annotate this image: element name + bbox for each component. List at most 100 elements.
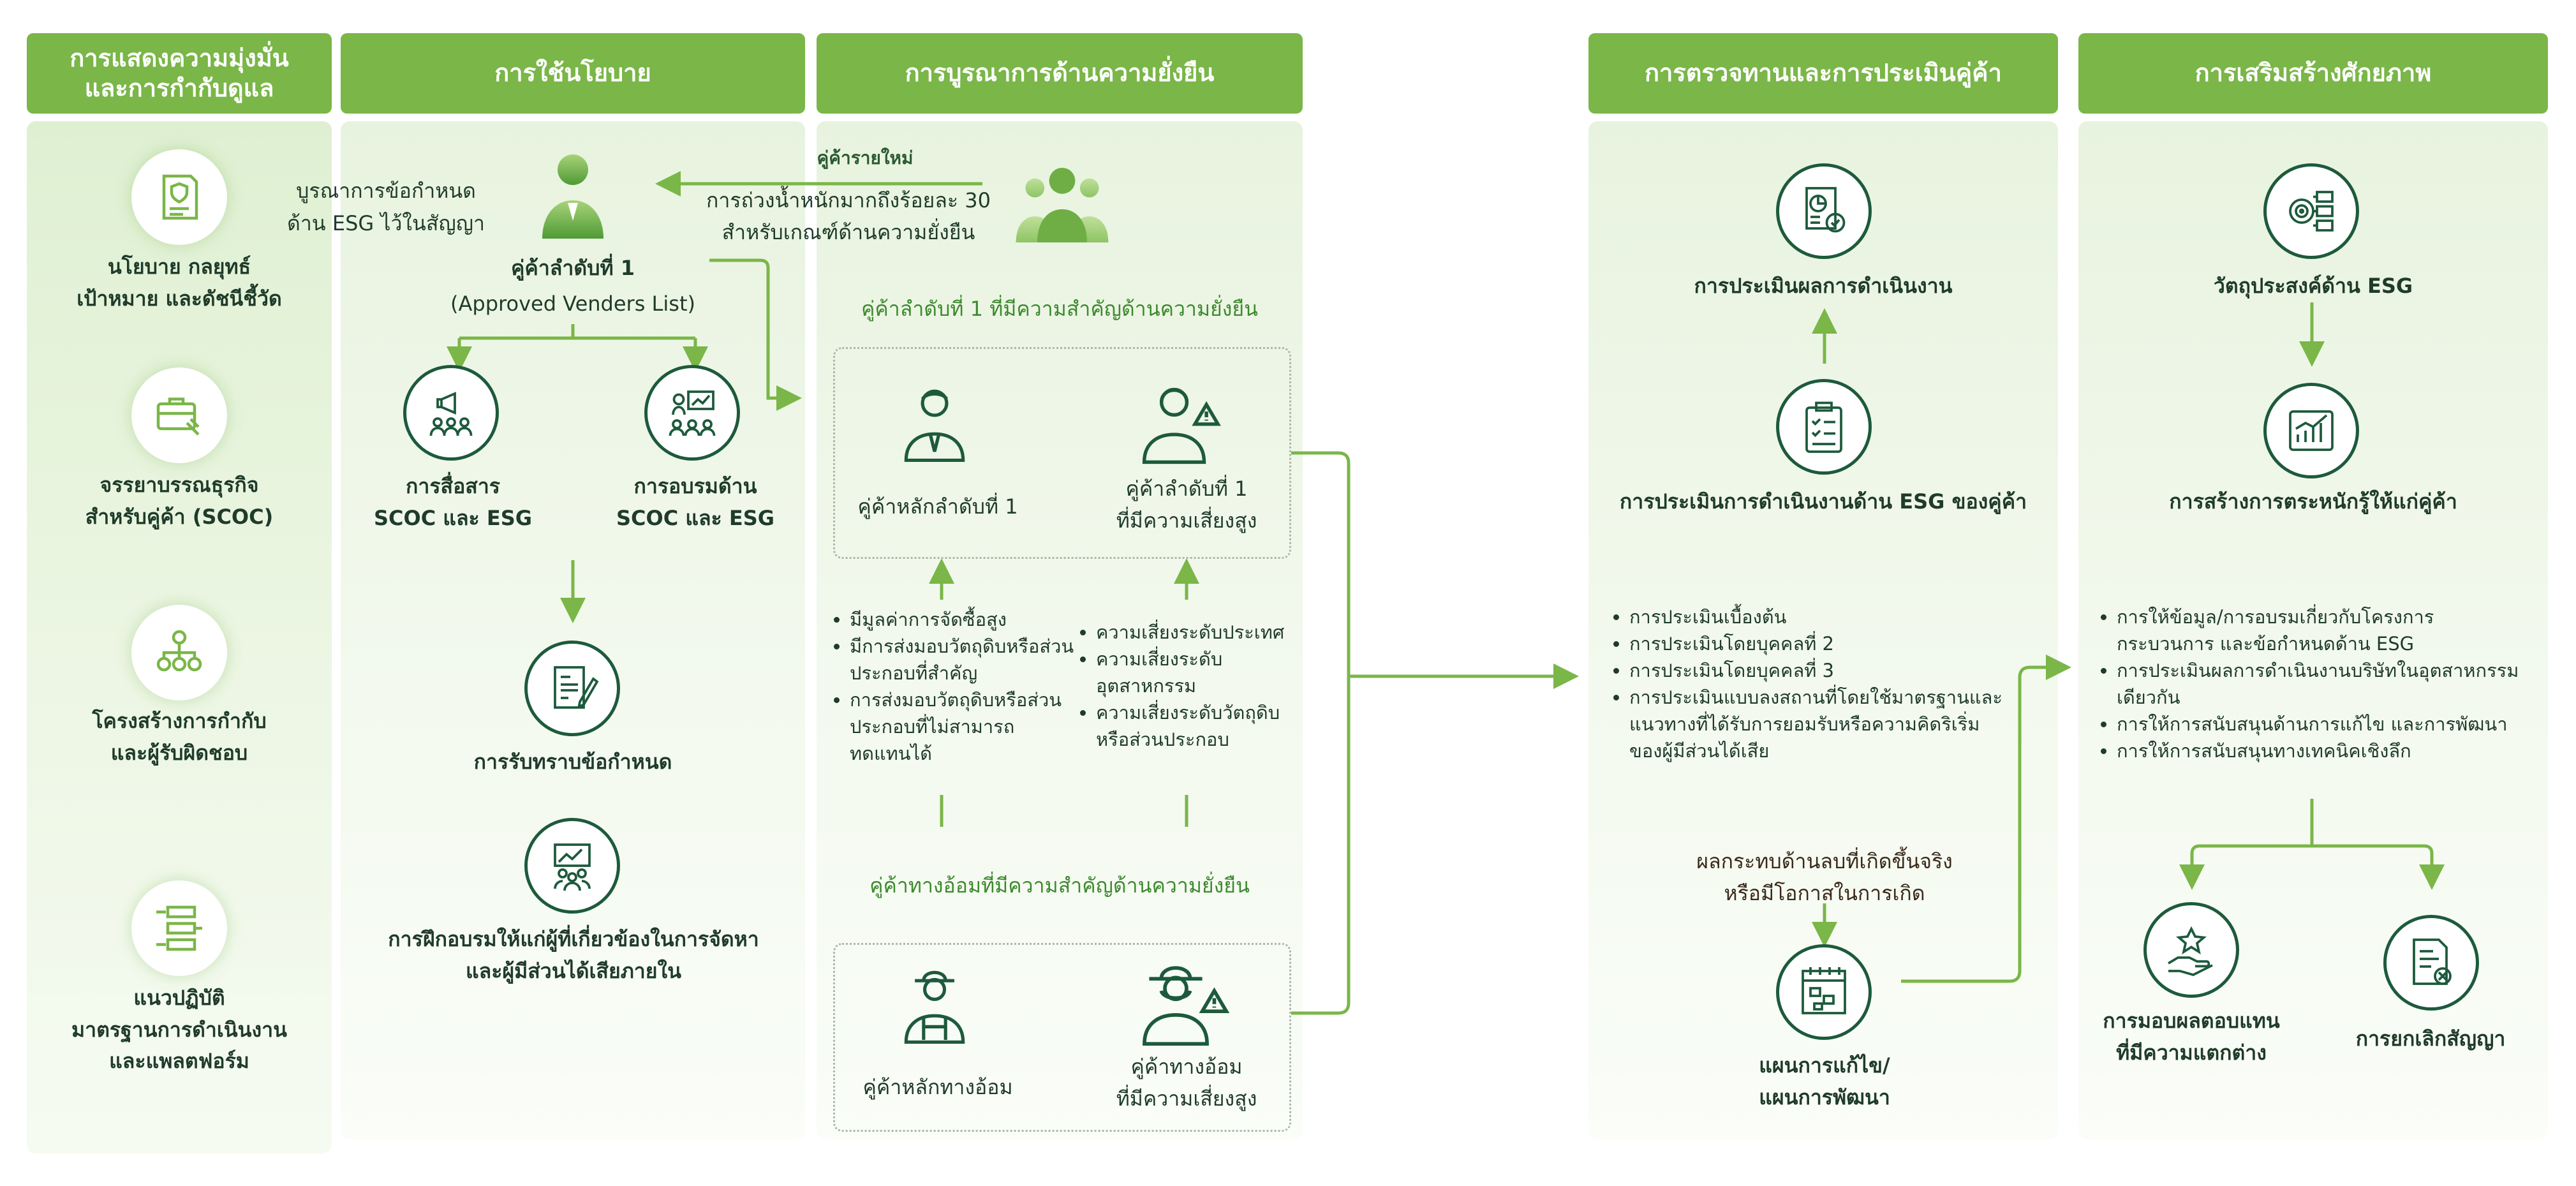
assessment-method-item: การประเมินโดยบุคคลที่ 2 (1629, 630, 2012, 657)
awareness-label: การสร้างการตระหนักรู้ให้แก่คู่ค้า (2169, 489, 2457, 514)
ack-label: การรับทราบข้อกำหนด (473, 750, 672, 774)
key-tier1-label: คู่ค้าหลักลำดับที่ 1 (857, 494, 1018, 519)
reward-label: การมอบผลตอบแทน ที่มีความแตกต่าง (2067, 1005, 2316, 1069)
col1-item3-line1: โครงสร้างการกำกับ (92, 709, 267, 733)
clipboard-checklist-icon (1776, 379, 1872, 475)
assessment-method-item: การประเมินแบบลงสถานที่โดยใช้มาตรฐานและแน… (1629, 684, 2012, 764)
capacity-activity-item: การประเมินผลการดำเนินงานบริษัทในอุตสาหกร… (2117, 657, 2525, 711)
comm-line2: SCOC และ ESG (373, 505, 533, 530)
org-structure-icon (131, 605, 227, 700)
panel-integration (817, 121, 1303, 1139)
key-ntier-label: คู่ค้าหลักทางอ้อม (862, 1075, 1013, 1099)
cancel-contract-icon (2383, 915, 2479, 1011)
performance-report-icon (1776, 163, 1872, 259)
classroom-training-icon (644, 365, 740, 461)
capacity-activities: การให้ข้อมูล/การอบรมเกี่ยวกับโครงการ กระ… (2099, 604, 2525, 764)
tier1-critical-title: คู่ค้าลำดับที่ 1 ที่มีความสำคัญด้านความย… (861, 297, 1259, 321)
reward-line2: ที่มีความแตกต่าง (2116, 1040, 2267, 1065)
briefcase-gavel-icon (131, 367, 227, 463)
col1-item3-label: โครงสร้างการกำกับ และผู้รับผิดชอบ (40, 706, 319, 769)
capacity-activity-item: การให้การสนับสนุนทางเทคนิคเชิงลึก (2117, 738, 2525, 764)
header-commitment-line1: การแสดงความมุ่งมั่น (70, 43, 289, 72)
criteria-left-item: การส่งมอบวัตถุดิบหรือส่วนประกอบที่ไม่สาม… (850, 686, 1074, 767)
tier1-title: คู่ค้าลำดับที่ 1 (511, 256, 635, 280)
impact-line1: ผลกระทบด้านลบที่เกิดขึ้นจริง (1696, 849, 1953, 873)
capacity-activity-item: การให้การสนับสนุนด้านการแก้ไข และการพัฒน… (2117, 711, 2525, 738)
header-policy: การใช้นโยบาย (341, 33, 805, 114)
col1-item4-line1: แนวปฏิบัติ (133, 986, 225, 1010)
criteria-right-item: ความเสี่ยงระดับประเทศ (1096, 619, 1313, 646)
assessment-methods: การประเมินเบื้องต้น การประเมินโดยบุคคลที… (1611, 604, 2012, 764)
megaphone-people-icon (403, 365, 499, 461)
reward-line1: การมอบผลตอบแทน (2103, 1009, 2280, 1033)
comm-label: การสื่อสาร SCOC และ ESG (357, 471, 549, 534)
tier1-subtitle: (Approved Venders List) (450, 292, 695, 316)
document-sign-icon (524, 641, 620, 736)
header-commitment: การแสดงความมุ่งมั่น และการกำกับดูแล (27, 33, 332, 114)
high-risk-farmer-icon (1142, 960, 1231, 1046)
supplier-group-icon (1008, 159, 1116, 242)
col1-item1-line2: เป้าหมาย และดัชนีชี้วัด (77, 286, 282, 311)
tier1-criteria-left: มีมูลค่าการจัดซื้อสูง มีการส่งมอบวัตถุดิ… (832, 606, 1074, 767)
risk-tier1-line1: คู่ค้าลำดับที่ 1 (1125, 477, 1248, 501)
new-supplier-label: คู่ค้ารายใหม่ (817, 147, 914, 168)
plan-line1: แผนการแก้ไข/ (1759, 1053, 1890, 1078)
panel-policy (341, 121, 805, 1139)
risk-ntier-line2: ที่มีความเสี่ยงสูง (1116, 1086, 1257, 1111)
risk-ntier-line1: คู่ค้าทางอ้อม (1130, 1055, 1243, 1079)
tier1-criteria-right: ความเสี่ยงระดับประเทศ ความเสี่ยงระดับอุต… (1078, 619, 1313, 753)
header-assessment: การตรวจทานและการประเมินคู่ค้า (1588, 33, 2058, 114)
workflow-icon (131, 880, 227, 976)
comm-line1: การสื่อสาร (406, 474, 500, 498)
risk-tier1-label: คู่ค้าลำดับที่ 1 ที่มีความเสี่ยงสูง (1072, 473, 1301, 537)
key-supplier-icon (899, 382, 970, 464)
col1-item1-line1: นโยบาย กลยุทธ์ (107, 255, 251, 279)
header-capacity: การเสริมสร้างศักยภาพ (2078, 33, 2548, 114)
stake-training-label: การฝึกอบรมให้แก่ผู้ที่เกี่ยวข้องในการจัด… (355, 924, 792, 987)
esg-eval-label: การประเมินการดำเนินงานด้าน ESG ของคู่ค้า (1619, 489, 2027, 514)
contract-note-line2: ด้าน ESG ไว้ในสัญญา (287, 211, 485, 236)
col1-item1-label: นโยบาย กลยุทธ์ เป้าหมาย และดัชนีชี้วัด (40, 251, 319, 315)
contract-note: บูรณาการข้อกำหนด ด้าน ESG ไว้ในสัญญา (281, 175, 491, 240)
col1-item4-line2: มาตรฐานการดำเนินงาน (71, 1017, 287, 1042)
ntier-critical-title: คู่ค้าทางอ้อมที่มีความสำคัญด้านความยั่งย… (870, 873, 1250, 898)
header-commitment-line2: และการกำกับดูแล (84, 74, 274, 102)
performance-eval-label: การประเมินผลการดำเนินงาน (1694, 274, 1953, 298)
plan-line2: แผนการพัฒนา (1759, 1085, 1890, 1109)
calendar-plan-icon (1776, 944, 1872, 1040)
weight-note: การถ่วงน้ำหนักมากถึงร้อยละ 30 สำหรับเกณฑ… (683, 185, 1014, 248)
farmer-icon (899, 963, 970, 1046)
stake-training-line1: การฝึกอบรมให้แก่ผู้ที่เกี่ยวข้องในการจัด… (388, 927, 759, 951)
weight-note-line2: สำหรับเกณฑ์ด้านความยั่งยืน (722, 219, 975, 244)
col1-item4-line3: และแพลตฟอร์ม (109, 1049, 249, 1074)
stake-training-line2: และผู้มีส่วนได้เสียภายใน (465, 958, 682, 983)
target-checklist-icon (2263, 163, 2359, 259)
risk-tier1-line2: ที่มีความเสี่ยงสูง (1116, 508, 1257, 533)
assessment-method-item: การประเมินโดยบุคคลที่ 3 (1629, 657, 2012, 684)
ntier-box (833, 943, 1291, 1132)
plan-label: แผนการแก้ไข/ แผนการพัฒนา (1671, 1050, 1978, 1113)
assessment-method-item: การประเมินเบื้องต้น (1629, 604, 2012, 630)
col1-item2-line2: สำหรับคู่ค้า (SCOC) (85, 504, 274, 529)
terminate-label: การยกเลิกสัญญา (2355, 1027, 2506, 1051)
criteria-right-item: ความเสี่ยงระดับอุตสาหกรรม (1096, 646, 1313, 699)
training-line2: SCOC และ ESG (616, 505, 775, 530)
col1-item2-line1: จรรยาบรรณธุรกิจ (100, 473, 259, 497)
policy-document-icon (131, 149, 227, 245)
stakeholder-training-icon (524, 818, 620, 914)
col1-item4-label: แนวปฏิบัติ มาตรฐานการดำเนินงาน และแพลตฟอ… (40, 982, 319, 1078)
high-risk-supplier-icon (1142, 382, 1225, 464)
training-label: การอบรมด้าน SCOC และ ESG (600, 471, 791, 534)
capacity-activity-item: การให้ข้อมูล/การอบรมเกี่ยวกับโครงการ กระ… (2117, 604, 2525, 657)
tier1-box (833, 347, 1291, 559)
criteria-right-item: ความเสี่ยงระดับวัตถุดิบหรือส่วนประกอบ (1096, 699, 1313, 753)
esg-objective-label: วัตถุประสงค์ด้าน ESG (2213, 274, 2413, 298)
criteria-left-item: มีการส่งมอบวัตถุดิบหรือส่วนประกอบที่สำคั… (850, 633, 1074, 686)
risk-ntier-label: คู่ค้าทางอ้อม ที่มีความเสี่ยงสูง (1072, 1051, 1301, 1115)
header-integration: การบูรณาการด้านความยั่งยืน (817, 33, 1303, 114)
weight-note-line1: การถ่วงน้ำหนักมากถึงร้อยละ 30 (706, 188, 991, 212)
impact-label: ผลกระทบด้านลบที่เกิดขึ้นจริง หรือมีโอกาส… (1633, 846, 2016, 909)
contract-note-line1: บูรณาการข้อกำหนด (296, 179, 476, 203)
impact-line2: หรือมีโอกาสในการเกิด (1724, 880, 1925, 905)
